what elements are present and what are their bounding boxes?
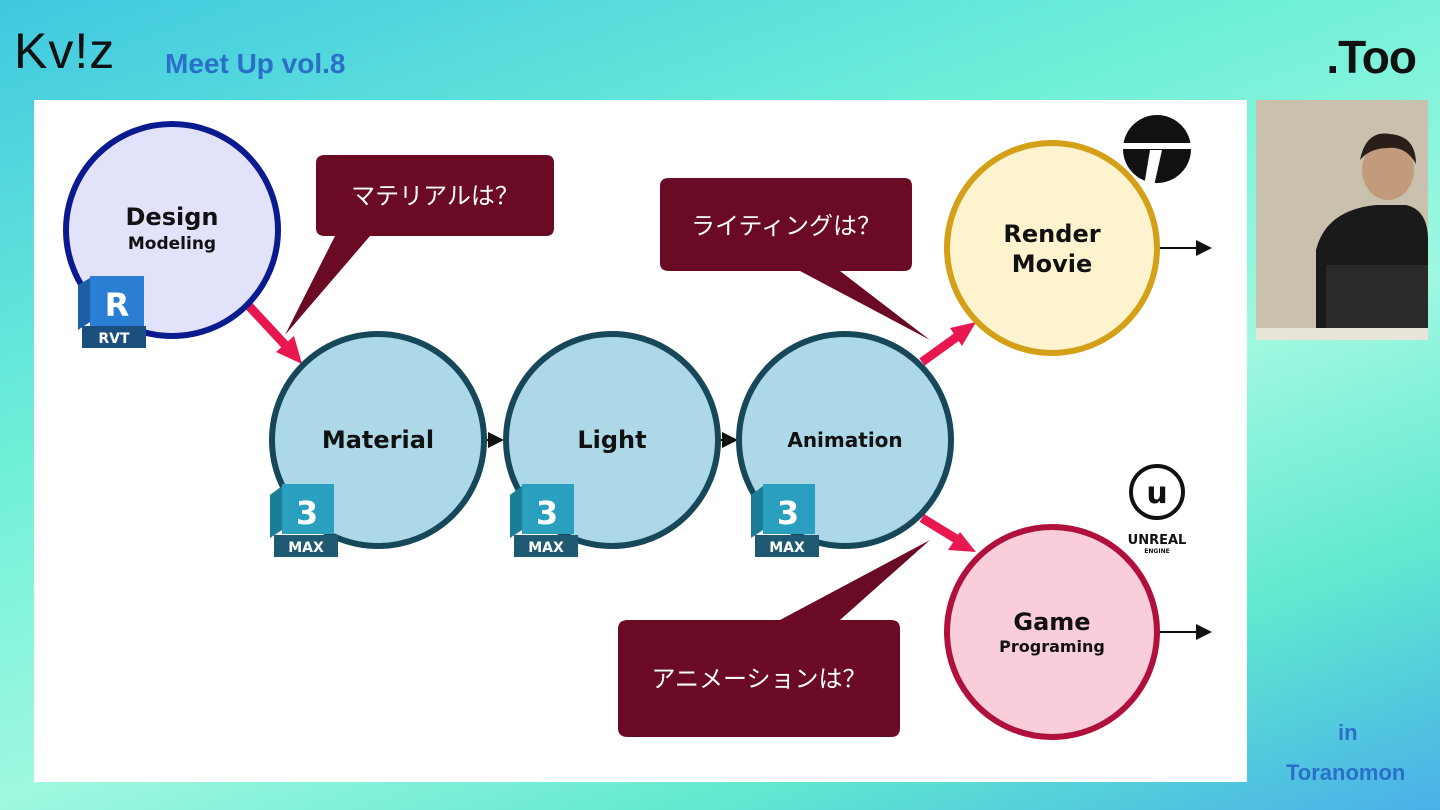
node-render: Render Movie [944,140,1160,356]
node-game: Game Programing [944,524,1160,740]
svg-text:Animation: Animation [787,428,902,452]
footer-location: Toranomon [1286,760,1406,785]
svg-text:Movie: Movie [1012,250,1093,278]
svg-text:Design: Design [126,203,219,231]
svg-text:MAX: MAX [528,540,564,556]
twinmotion-icon [1123,115,1191,186]
too-logo: .Too [1326,31,1417,83]
svg-text:MAX: MAX [288,540,324,556]
3dsmax-icon-material: 3 MAX [270,484,338,557]
svg-text:ENGINE: ENGINE [1144,548,1169,555]
svg-text:Render: Render [1003,220,1100,248]
svg-text:Light: Light [577,426,646,454]
revit-icon: R RVT [78,276,146,348]
svg-text:u: u [1146,476,1167,511]
flow-arrows [244,301,976,552]
svg-text:アニメーションは？: アニメーションは？ [651,665,866,693]
workflow-diagram: マテリアルは？ ライティングは？ アニメーションは？ Design Modeli… [63,115,1212,740]
speaker-image [1256,100,1428,340]
bubble-animation: アニメーションは？ [618,540,930,737]
svg-text:R: R [105,286,130,324]
event-title: Meet Up vol.8 [165,48,346,79]
bubble-material: マテリアルは？ [285,155,554,335]
3dsmax-icon-animation: 3 MAX [751,484,819,557]
svg-text:Material: Material [322,426,434,454]
3dsmax-icon-light: 3 MAX [510,484,578,557]
svg-text:3: 3 [777,494,799,532]
presentation-slide: マテリアルは？ ライティングは？ アニメーションは？ Design Modeli… [34,100,1247,782]
svg-text:マテリアルは？: マテリアルは？ [351,182,519,210]
svg-text:UNREAL: UNREAL [1128,533,1187,548]
svg-text:3: 3 [536,494,558,532]
svg-text:MAX: MAX [769,540,805,556]
svg-text:3: 3 [296,494,318,532]
svg-text:Game: Game [1013,608,1090,636]
small-arrows [486,240,1212,640]
speaker-camera-feed [1256,100,1428,340]
svg-text:Modeling: Modeling [128,234,216,254]
svg-text:ライティングは？: ライティングは？ [691,212,881,240]
footer-in-label: in [1338,720,1358,745]
kviz-logo: Kv!z [14,23,116,79]
bubble-lighting: ライティングは？ [660,178,930,340]
svg-text:Programing: Programing [999,637,1105,656]
unreal-engine-logo: u UNREAL ENGINE [1128,464,1187,555]
svg-text:RVT: RVT [98,331,130,347]
